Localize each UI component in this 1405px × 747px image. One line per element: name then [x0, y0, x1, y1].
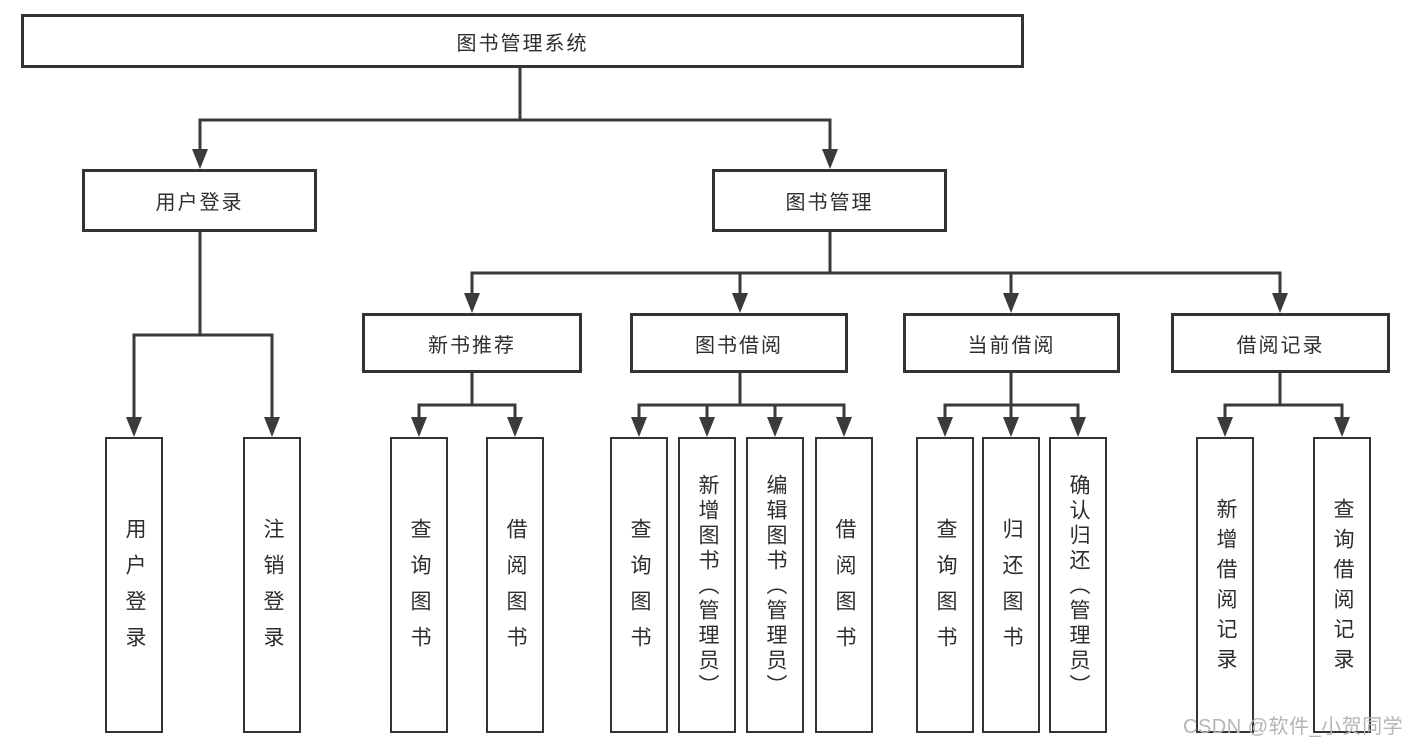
- leaf-query-borrow-record: 查询借阅记录: [1313, 437, 1371, 733]
- node-library-management-system: 图书管理系统: [21, 14, 1024, 68]
- leaf-confirm-return-admin: 确认归还（管理员）: [1049, 437, 1107, 733]
- csdn-watermark: CSDN @软件_小贺同学: [1183, 716, 1404, 738]
- leaf-query-books-current: 查询图书: [916, 437, 974, 733]
- leaf-return-books: 归还图书: [982, 437, 1040, 733]
- leaf-add-borrow-record: 新增借阅记录: [1196, 437, 1254, 733]
- leaf-query-books-borrow: 查询图书: [610, 437, 668, 733]
- node-borrowing-records: 借阅记录: [1171, 313, 1390, 373]
- node-book-management: 图书管理: [712, 169, 947, 232]
- leaf-query-books-recommend: 查询图书: [390, 437, 448, 733]
- arrowheads: [126, 149, 1350, 437]
- node-user-login: 用户登录: [82, 169, 317, 232]
- leaf-borrow-books-recommend: 借阅图书: [486, 437, 544, 733]
- node-book-borrowing: 图书借阅: [630, 313, 848, 373]
- leaf-logout: 注销登录: [243, 437, 301, 733]
- leaf-edit-book-admin: 编辑图书（管理员）: [746, 437, 804, 733]
- node-current-borrowing: 当前借阅: [903, 313, 1120, 373]
- leaf-user-login: 用户登录: [105, 437, 163, 733]
- leaf-add-book-admin: 新增图书（管理员）: [678, 437, 736, 733]
- leaf-borrow-books: 借阅图书: [815, 437, 873, 733]
- node-new-book-recommendation: 新书推荐: [362, 313, 582, 373]
